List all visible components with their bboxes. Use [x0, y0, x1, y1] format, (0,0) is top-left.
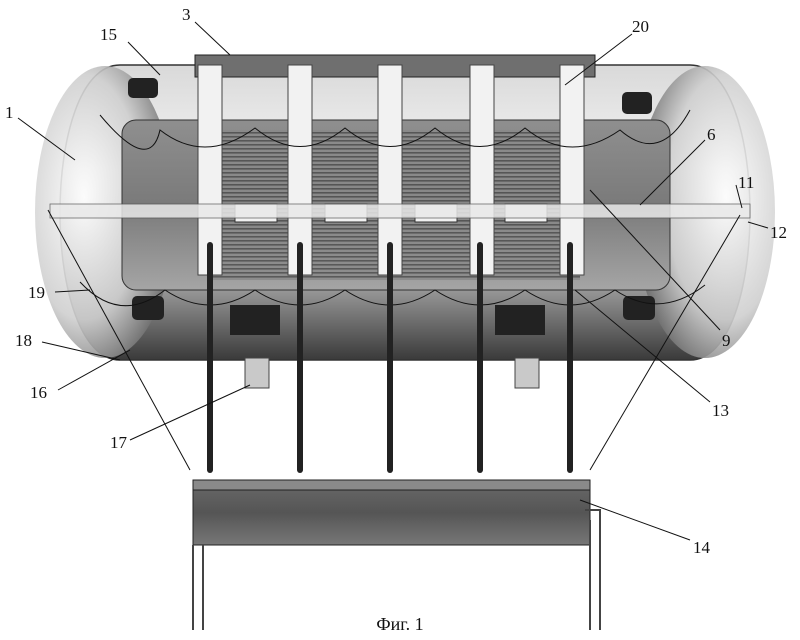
right-cable — [589, 214, 741, 471]
hanging-rods — [207, 242, 573, 473]
label-19: 19 — [28, 283, 45, 302]
label-13: 13 — [712, 401, 729, 420]
left-cable — [47, 209, 191, 471]
leader-lines — [17, 21, 769, 541]
mid-bar — [49, 203, 751, 219]
label-14: 14 — [693, 538, 711, 557]
pod-left — [244, 357, 270, 389]
label-6: 6 — [707, 125, 716, 144]
pod-right — [514, 357, 540, 389]
label-20: 20 — [632, 17, 649, 36]
dark-pads — [128, 78, 655, 335]
upper-rope — [99, 109, 691, 150]
label-15: 15 — [100, 25, 117, 44]
label-9: 9 — [722, 331, 731, 350]
label-3: 3 — [182, 5, 191, 24]
support-frame — [192, 479, 601, 630]
label-11: 11 — [738, 173, 754, 192]
label-12: 12 — [770, 223, 787, 242]
figure-caption: Фиг. 1 — [376, 614, 423, 634]
label-18: 18 — [15, 331, 32, 350]
vertical-straps — [197, 64, 585, 276]
label-17: 17 — [110, 433, 128, 452]
label-1: 1 — [5, 103, 14, 122]
label-16: 16 — [30, 383, 47, 402]
raft-hull — [35, 54, 775, 389]
